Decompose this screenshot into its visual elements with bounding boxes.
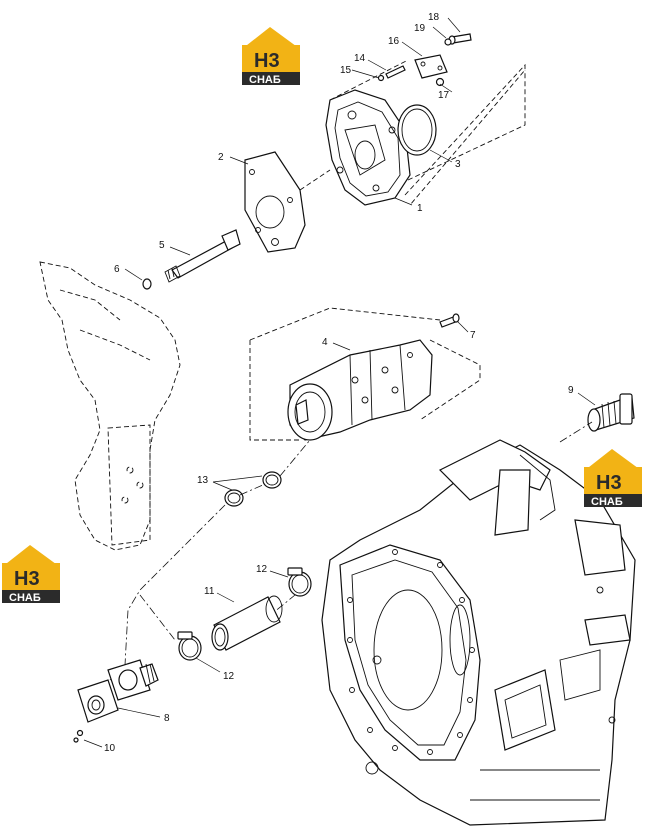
callout-12-lower: 12 (223, 671, 235, 682)
part-14-pin (385, 65, 406, 79)
logo-watermark-top: H3 СНАБ (242, 27, 300, 86)
part-10-screws (73, 729, 84, 743)
part-12-clamp-lower (177, 631, 202, 661)
part-11-hose (211, 595, 283, 651)
part-17-washer (435, 77, 445, 87)
part-8-fitting (77, 659, 159, 723)
callout-18: 18 (428, 12, 440, 23)
part-2-gasket (244, 151, 306, 253)
logo-mark: H3 (596, 472, 622, 494)
part-12-clamp-upper (287, 567, 312, 597)
part-6-snap-ring (142, 278, 152, 290)
callout-15: 15 (340, 65, 352, 76)
part-5-shaft (164, 229, 241, 283)
logo-caption: СНАБ (249, 74, 281, 86)
part-16-plate (414, 54, 448, 79)
callout-12-upper: 12 (256, 564, 268, 575)
callout-9: 9 (568, 385, 574, 396)
transmission-housing (321, 439, 636, 826)
part-9-plug (587, 393, 635, 432)
callout-6: 6 (114, 264, 120, 275)
phantom-housing (39, 261, 181, 551)
callout-1: 1 (417, 203, 423, 214)
callout-16: 16 (388, 36, 400, 47)
part-7-bolt (439, 313, 460, 328)
callout-7: 7 (470, 330, 476, 341)
callout-14: 14 (354, 53, 366, 64)
logo-caption: СНАБ (591, 496, 623, 508)
callout-10: 10 (104, 743, 116, 754)
callout-2: 2 (218, 152, 224, 163)
logo-mark: H3 (254, 50, 280, 72)
part-3-o-ring (397, 104, 437, 156)
logo-watermark-right: H3 СНАБ (584, 449, 642, 508)
callout-3: 3 (455, 159, 461, 170)
part-18-bolt (448, 33, 472, 45)
callout-4: 4 (322, 337, 328, 348)
callout-13: 13 (197, 475, 209, 486)
callout-8: 8 (164, 713, 170, 724)
part-13-o-rings (224, 471, 282, 507)
callout-19: 19 (414, 23, 426, 34)
part-1-cover (325, 89, 411, 206)
part-4-pump (287, 339, 433, 441)
callout-17: 17 (438, 90, 450, 101)
callout-labels: 1 2 3 4 5 6 7 8 9 10 11 12 12 13 14 15 1… (104, 12, 574, 754)
callout-11: 11 (204, 586, 215, 597)
part-15-o-ring (377, 74, 385, 82)
part-19-washer (444, 38, 452, 46)
logo-watermark-left: H3 СНАБ (2, 545, 60, 604)
logo-mark: H3 (14, 568, 40, 590)
logo-caption: СНАБ (9, 592, 41, 604)
callout-leaders (83, 17, 596, 748)
callout-5: 5 (159, 240, 165, 251)
